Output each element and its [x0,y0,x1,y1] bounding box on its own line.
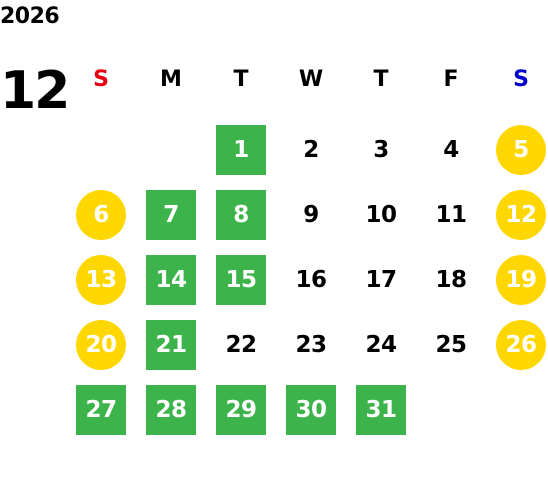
day-cell-18: 18 [435,267,467,293]
day-cell-23: 23 [295,332,327,358]
day-cell-17: 17 [365,267,397,293]
day-cell-19: 19 [496,255,546,305]
day-cell-11: 11 [435,202,467,228]
day-cell-7: 7 [146,190,196,240]
day-cell-12: 12 [496,190,546,240]
day-cell-3: 3 [373,137,389,163]
day-cell-15: 15 [216,255,266,305]
day-cell-6: 6 [76,190,126,240]
calendar-month: 12 [0,61,70,121]
day-cell-8: 8 [216,190,266,240]
day-cell-20: 20 [76,320,126,370]
day-cell-22: 22 [225,332,257,358]
day-cell-13: 13 [76,255,126,305]
day-cell-1: 1 [216,125,266,175]
calendar-year: 2026 [0,4,60,29]
day-cell-27: 27 [76,385,126,435]
day-cell-26: 26 [496,320,546,370]
day-cell-9: 9 [303,202,319,228]
day-cell-21: 21 [146,320,196,370]
day-cell-25: 25 [435,332,467,358]
day-cell-14: 14 [146,255,196,305]
day-cell-10: 10 [365,202,397,228]
day-cell-16: 16 [295,267,327,293]
weekday-wed: W [298,67,324,92]
day-cell-31: 31 [356,385,406,435]
weekday-mon: M [160,67,182,92]
day-cell-4: 4 [443,137,459,163]
weekday-sat: S [513,67,529,92]
weekday-sun: S [93,67,109,92]
day-cell-28: 28 [146,385,196,435]
day-cell-24: 24 [365,332,397,358]
weekday-fri: F [443,67,459,92]
day-cell-30: 30 [286,385,336,435]
weekday-tue: T [233,67,249,92]
day-cell-2: 2 [303,137,319,163]
day-cell-29: 29 [216,385,266,435]
weekday-thu: T [373,67,389,92]
day-cell-5: 5 [496,125,546,175]
